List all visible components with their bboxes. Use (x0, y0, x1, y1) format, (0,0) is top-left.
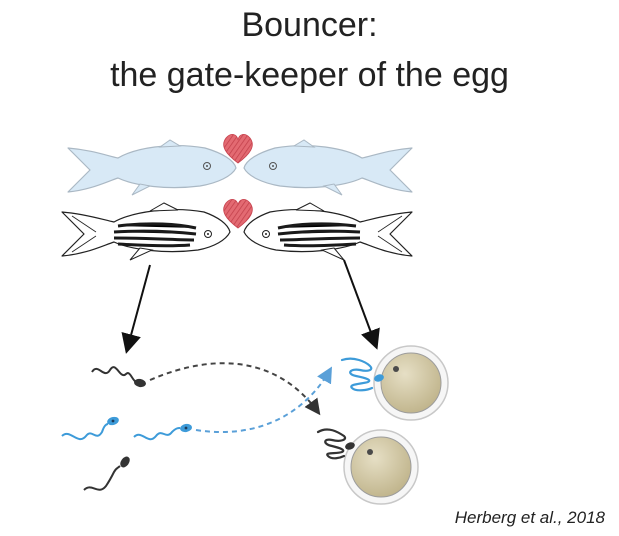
arrow-male-to-sperm (121, 264, 151, 354)
sperm-dark-coiled (316, 428, 355, 460)
arrow-female-to-egg (343, 259, 380, 350)
dashed-arrow-blue (195, 366, 332, 434)
heart-icon-bottom (223, 199, 253, 229)
sperm-dark-bottom (83, 456, 130, 491)
egg-top (373, 345, 449, 421)
fish-silhouette-right (243, 139, 413, 196)
sperm-blue-right (133, 423, 192, 441)
heart-icon-top (223, 134, 253, 164)
dashed-arrow-dark (149, 362, 321, 416)
egg-bottom (343, 429, 419, 505)
striped-fish-right (243, 202, 413, 261)
citation: Herberg et al., 2018 (454, 508, 605, 527)
striped-fish-left (61, 202, 231, 261)
title-line-2: the gate-keeper of the egg (110, 56, 509, 94)
fish-silhouette-left (67, 139, 237, 196)
title-line-1: Bouncer: (241, 6, 378, 44)
sperm-blue-left (61, 416, 119, 441)
sperm-blue-coiled (340, 357, 384, 392)
sperm-dark-top (91, 366, 146, 388)
